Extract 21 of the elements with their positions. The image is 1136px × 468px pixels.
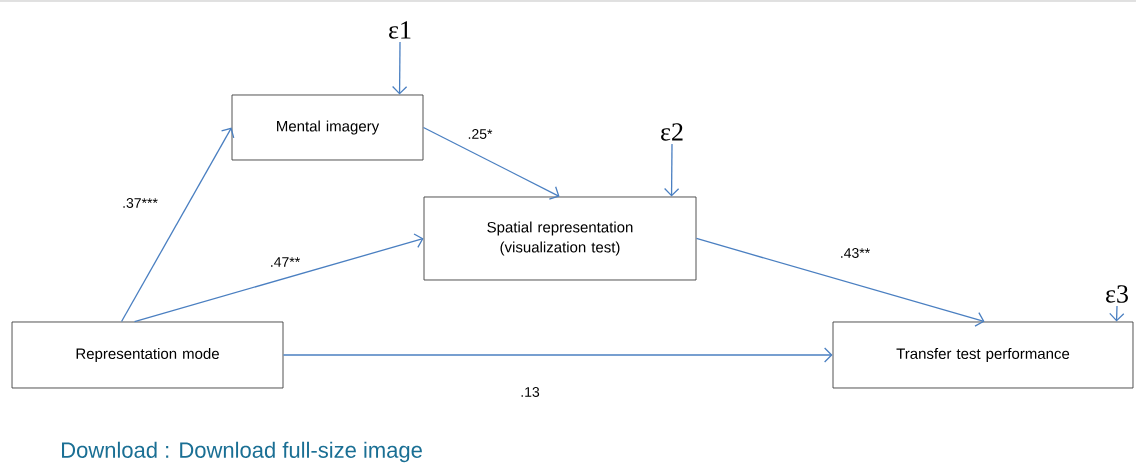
error-term: ε3 <box>1106 285 1128 303</box>
process-box: Transfer test performance <box>832 321 1134 389</box>
arrow <box>1109 305 1125 322</box>
arrow <box>695 237 985 327</box>
arrow <box>663 143 680 197</box>
arrow <box>282 347 833 363</box>
arrow <box>133 233 424 323</box>
download-link: Download : Download full-size image <box>62 441 422 463</box>
edge-label: .47** <box>268 256 302 268</box>
edge-label: .13 <box>519 386 541 398</box>
edge-label: .43** <box>838 247 872 259</box>
process-box: Representation mode <box>11 321 284 389</box>
arrow <box>120 127 235 323</box>
error-term: ε2 <box>661 123 683 141</box>
edge-label: .37*** <box>121 197 159 209</box>
error-term: ε1 <box>389 21 411 39</box>
arrow <box>422 126 560 200</box>
arrow <box>392 41 408 95</box>
process-box: Spatial representation (visualization test) <box>423 196 697 281</box>
process-box: Mental imagery <box>231 94 424 161</box>
edge-label: .25* <box>466 128 494 140</box>
